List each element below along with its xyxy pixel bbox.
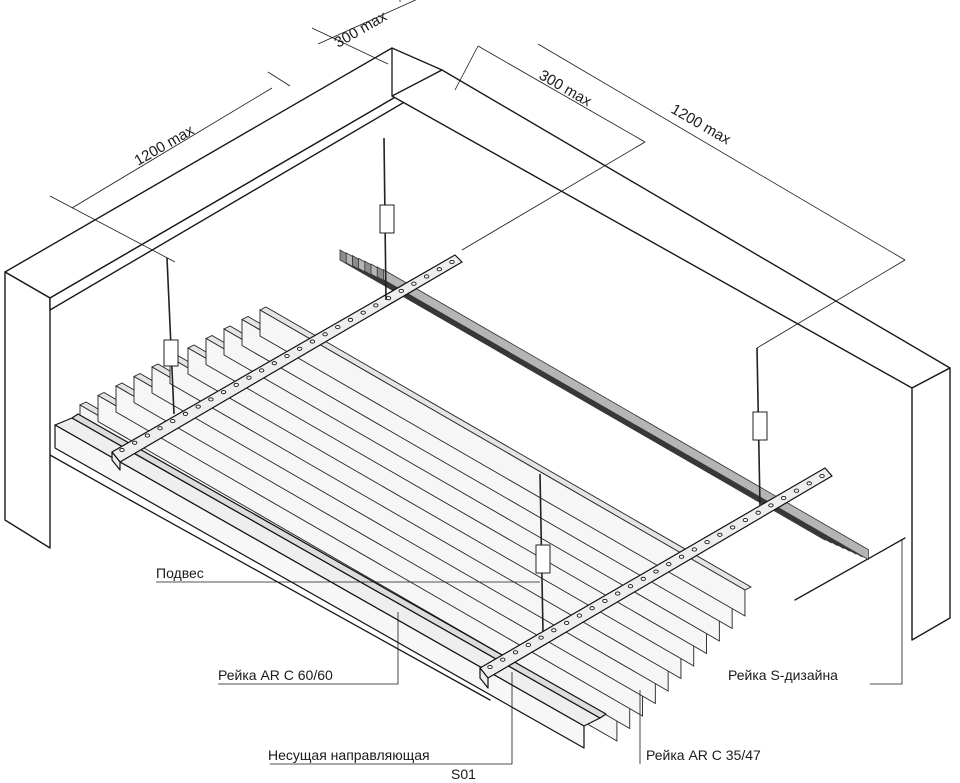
carrier-hole xyxy=(423,274,430,279)
dim-span-right: 1200 max xyxy=(668,101,734,149)
label-hanger: Подвес xyxy=(156,565,204,581)
carrier-hole xyxy=(195,404,201,409)
carrier-hole xyxy=(704,540,710,545)
carrier-rail-left xyxy=(111,254,463,471)
carrier-hole xyxy=(347,317,354,322)
carrier-hole xyxy=(717,532,723,537)
label-rail-s-design: Рейка S-дизайна xyxy=(728,667,838,683)
carrier-hole xyxy=(781,495,787,501)
carrier-hole xyxy=(271,361,277,366)
carrier-hole xyxy=(589,606,595,611)
ar-c-slat-side xyxy=(259,309,746,617)
carrier-hole xyxy=(144,433,151,438)
label-rail-35: Рейка AR C 35/47 xyxy=(646,747,761,763)
carrier-hole xyxy=(653,569,659,574)
dimension-lines xyxy=(49,0,906,349)
carrier-hole xyxy=(551,628,557,633)
carrier-hole xyxy=(170,419,176,424)
carrier-hole xyxy=(157,426,163,431)
carrier-hole xyxy=(373,303,379,308)
edge-profile-60 xyxy=(54,413,607,749)
carrier-hole xyxy=(819,473,825,479)
carrier-hole xyxy=(678,554,685,559)
carrier-hole xyxy=(208,397,214,402)
carrier-hole xyxy=(755,510,761,515)
carrier-hole xyxy=(576,613,583,618)
carrier-hole xyxy=(119,447,125,453)
label-carrier-line2: S01 xyxy=(451,766,476,782)
dim-span-left: 1200 max xyxy=(132,122,198,170)
carrier-hole xyxy=(284,353,290,359)
carrier-hole xyxy=(793,488,800,493)
hangers xyxy=(163,137,768,633)
carrier-hole xyxy=(500,657,506,662)
carrier-hole xyxy=(538,635,544,640)
carrier-hole xyxy=(666,562,672,567)
carrier-hole xyxy=(360,310,366,315)
carrier-hole xyxy=(615,591,621,596)
label-carrier-line1: Несущая направляющая xyxy=(268,747,430,763)
carrier-hole xyxy=(449,259,455,265)
carrier-hole xyxy=(297,346,303,351)
ceiling-edges xyxy=(49,454,906,701)
carrier-hole xyxy=(220,390,227,395)
carrier-hole xyxy=(411,281,417,286)
carrier-hole xyxy=(322,332,328,337)
carrier-hole xyxy=(729,525,736,530)
carrier-hole xyxy=(233,382,239,387)
left-wall xyxy=(4,47,443,549)
carrier-hole xyxy=(512,650,519,655)
carrier-hole xyxy=(309,339,316,344)
leader-lines xyxy=(156,540,903,765)
carrier-hole xyxy=(487,664,493,670)
carrier-hole xyxy=(258,368,265,373)
right-wall xyxy=(391,47,951,641)
carrier-hole xyxy=(398,288,404,293)
callout-labels: Подвес Рейка AR C 60/60 Несущая направля… xyxy=(156,565,838,782)
ar-c-slats xyxy=(79,306,752,742)
carrier-hole xyxy=(525,642,531,648)
carrier-hole xyxy=(768,503,774,508)
carrier-hole xyxy=(742,518,749,523)
carrier-hole xyxy=(385,296,392,301)
carrier-hole xyxy=(132,440,138,445)
dim-mid-small: 300 max xyxy=(536,67,595,111)
carrier-hole xyxy=(806,481,812,486)
carrier-hole xyxy=(182,411,189,416)
carrier-hole xyxy=(627,584,634,589)
carrier-rail-right xyxy=(479,467,833,689)
carrier-hole xyxy=(335,325,341,330)
carrier-hole xyxy=(436,267,442,272)
carrier-hole xyxy=(563,620,570,625)
label-rail-60: Рейка AR C 60/60 xyxy=(218,667,333,683)
carrier-hole xyxy=(691,547,697,552)
carrier-hole xyxy=(246,375,252,380)
dim-top-small: 300 max xyxy=(332,8,391,52)
carrier-hole xyxy=(602,598,608,603)
s-design-slats xyxy=(339,249,869,561)
carrier-hole xyxy=(640,576,646,581)
s-design-slat xyxy=(382,268,869,561)
